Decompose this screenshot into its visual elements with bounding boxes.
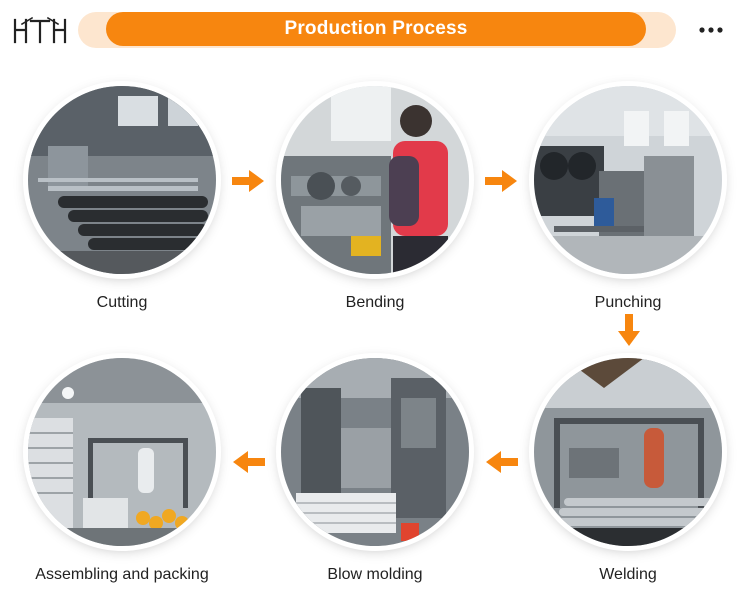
assembling-photo (28, 358, 216, 546)
arrow-left-icon (233, 451, 265, 473)
arrow-down-icon (618, 314, 640, 346)
step-bending: Bending (265, 86, 485, 312)
cutting-photo (28, 86, 216, 274)
step-blow-molding: Blow molding (265, 358, 485, 584)
step-label: Blow molding (327, 566, 423, 583)
blow-molding-photo (281, 358, 469, 546)
step-label: Assembling and packing (35, 566, 209, 583)
step-cutting: Cutting (12, 86, 232, 312)
arrow-right-icon (485, 170, 517, 192)
punching-photo (534, 86, 722, 274)
step-label: Welding (599, 566, 657, 583)
arrow-right-icon (232, 170, 264, 192)
page-title: Production Process (106, 12, 646, 46)
more-options-icon[interactable] (697, 20, 725, 40)
brand-logo (13, 16, 67, 44)
step-punching: Punching (518, 86, 738, 312)
step-assembling-packing: Assembling and packing (12, 358, 232, 584)
step-label: Cutting (96, 294, 148, 311)
step-welding: Welding (518, 358, 738, 584)
step-label: Punching (594, 294, 662, 311)
step-label: Bending (345, 294, 405, 311)
bending-photo (281, 86, 469, 274)
arrow-left-icon (486, 451, 518, 473)
welding-photo (534, 358, 722, 546)
